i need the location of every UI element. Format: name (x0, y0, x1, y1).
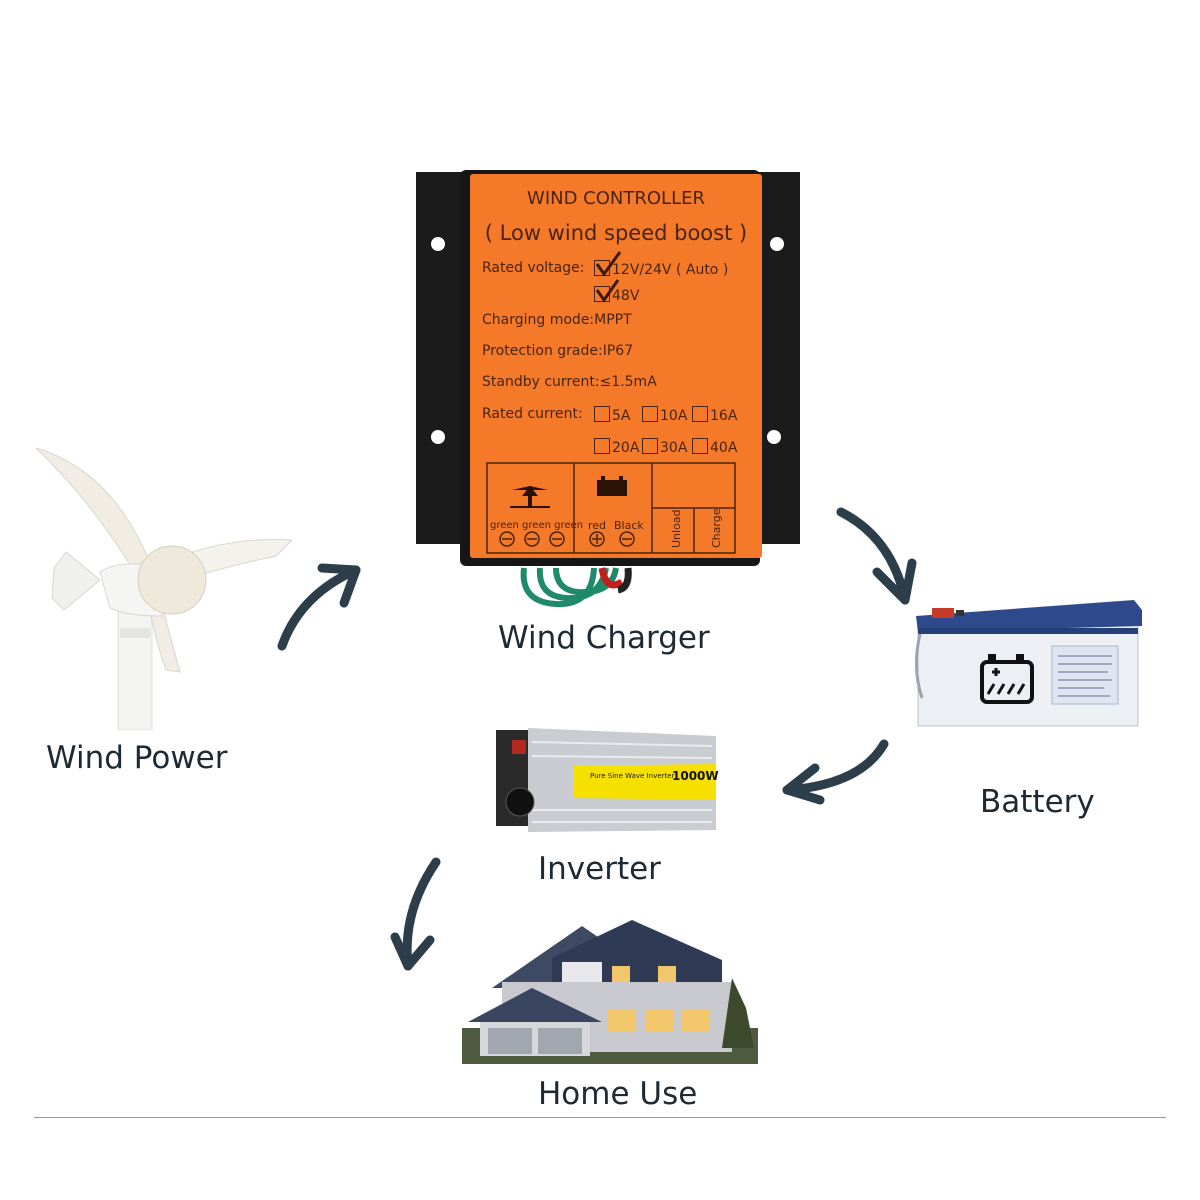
terminal-label-charge: Charge (710, 508, 723, 548)
terminal-label-green: green green green (490, 520, 584, 531)
current-option-16a: 16A (692, 406, 737, 424)
current-option-5a: 5A (594, 406, 630, 424)
checkbox-icon (642, 406, 658, 422)
battery-symbol-icon (980, 654, 1034, 704)
terminal-block-graphic (486, 462, 736, 554)
arrow-wind-to-charger (277, 563, 361, 651)
terminal-label-black: Black (614, 519, 644, 532)
turbine-symbol-icon (510, 486, 550, 508)
caption-wind-power: Wind Power (46, 740, 228, 776)
rated-voltage-label: Rated voltage: (482, 260, 585, 276)
checkbox-icon (692, 438, 708, 454)
terminal-label-unload: Unload (670, 509, 683, 548)
arrow-inverter-to-home (390, 857, 441, 971)
arrow-charger-to-battery (836, 507, 917, 605)
inverter-brand-label: Pure Sine Wave Inverter (590, 772, 675, 780)
controller-label-panel: WIND CONTROLLER ( Low wind speed boost )… (470, 174, 762, 558)
controller-subtitle: ( Low wind speed boost ) (484, 221, 748, 245)
mount-hole (770, 237, 784, 251)
checkbox-icon (692, 406, 708, 422)
mount-hole (431, 237, 445, 251)
protection-grade: Protection grade:IP67 (482, 343, 634, 359)
battery-image (914, 600, 1142, 727)
arrow-battery-to-inverter (782, 739, 889, 805)
terminal-label-red: red (588, 519, 607, 532)
inverter-image: Pure Sine Wave Inverter 1000W (490, 726, 722, 836)
mount-hole (431, 430, 445, 444)
checkbox-icon (594, 406, 610, 422)
battery-symbol-icon (597, 476, 627, 496)
controller-title: WIND CONTROLLER (527, 188, 705, 209)
current-option-10a: 10A (642, 406, 687, 424)
bottom-divider (34, 1117, 1166, 1118)
checkmark-icons (595, 251, 622, 303)
house-image (462, 920, 758, 1064)
current-option-30a: 30A (642, 438, 687, 456)
checkbox-icon (642, 438, 658, 454)
wind-controller: WIND CONTROLLER ( Low wind speed boost )… (416, 170, 800, 610)
caption-inverter: Inverter (538, 851, 661, 887)
charging-mode: Charging mode:MPPT (482, 312, 632, 328)
standby-current: Standby current:≤1.5mA (482, 374, 657, 390)
current-option-20a: 20A (594, 438, 639, 456)
caption-wind-charger: Wind Charger (498, 620, 710, 656)
current-option-40a: 40A (692, 438, 737, 456)
inverter-body-graphic (496, 728, 716, 832)
inverter-power-label: 1000W (672, 769, 719, 783)
mount-hole (767, 430, 781, 444)
caption-home-use: Home Use (538, 1076, 698, 1112)
wind-turbine-image (35, 447, 294, 730)
checkbox-icon (594, 438, 610, 454)
rated-current-label: Rated current: (482, 406, 583, 422)
caption-battery: Battery (980, 784, 1095, 820)
